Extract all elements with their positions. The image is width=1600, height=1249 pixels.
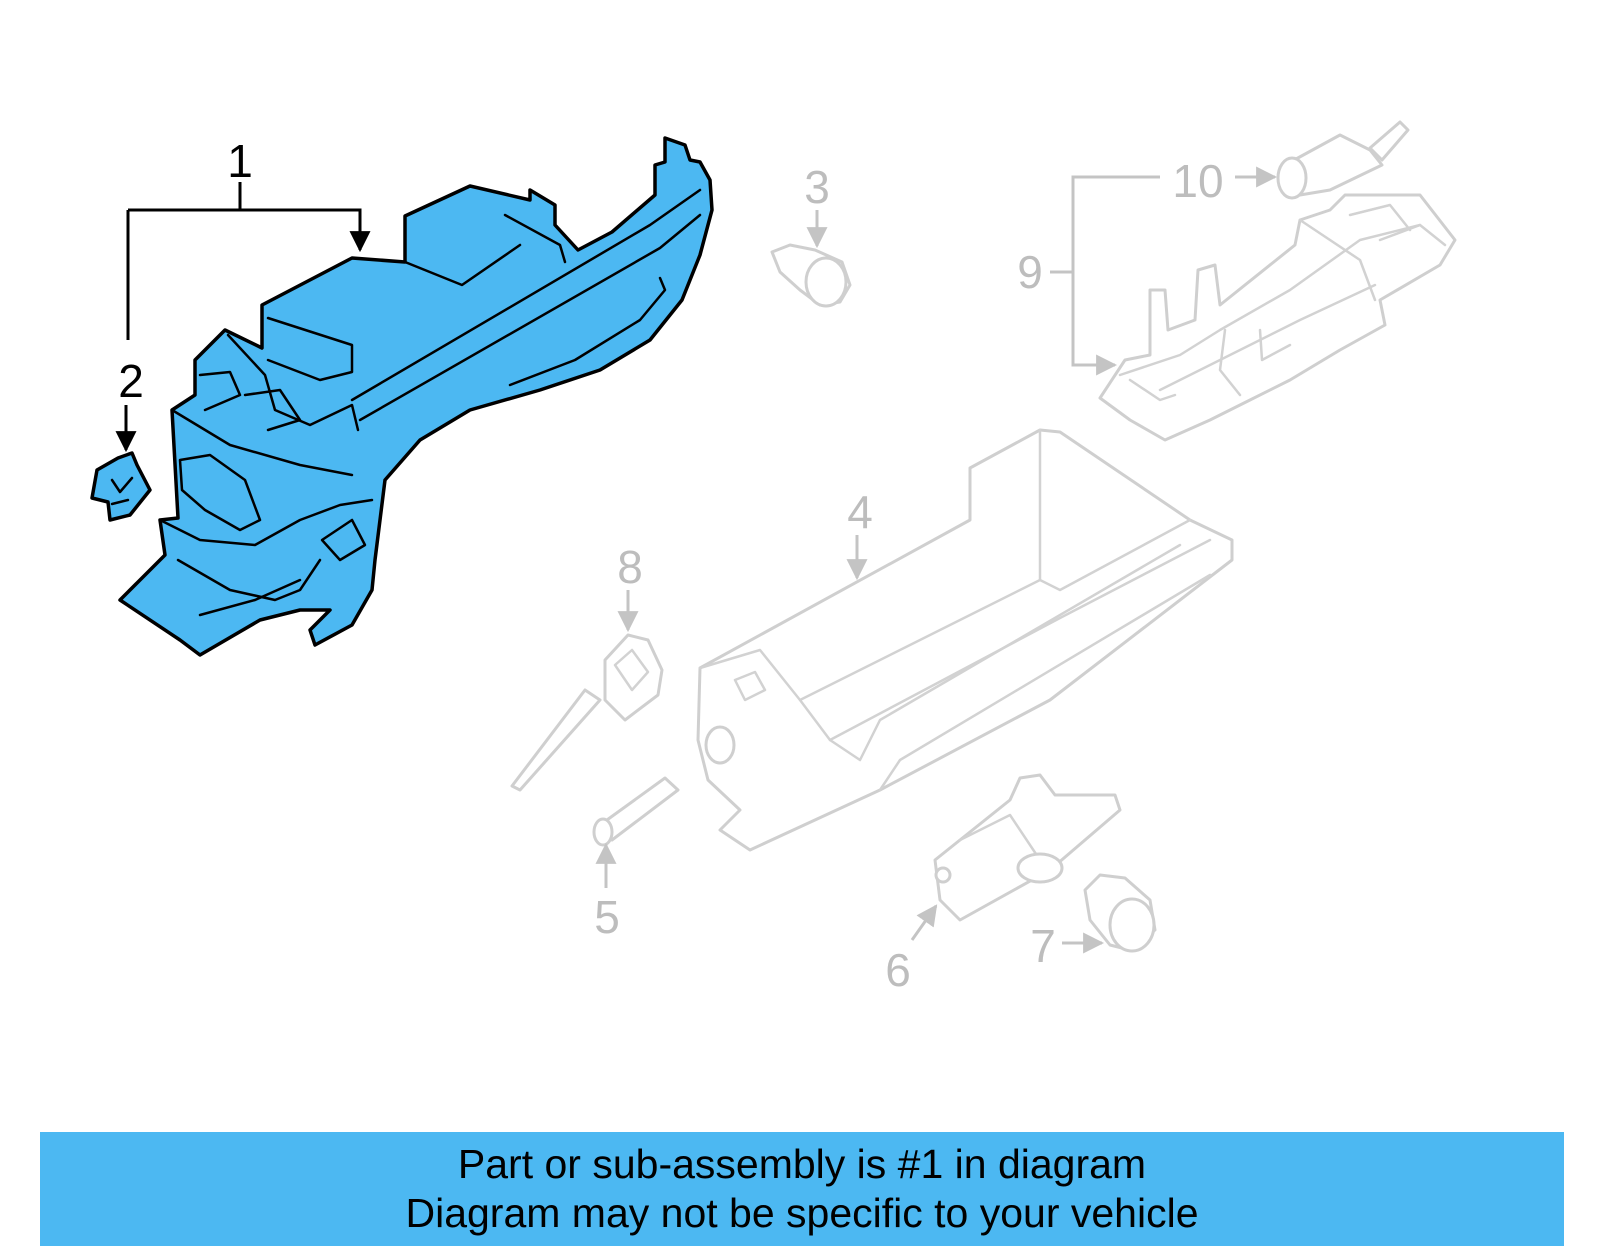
- callout-label-7: 7: [1030, 920, 1056, 972]
- callout-label-5: 5: [594, 891, 620, 943]
- info-banner: Part or sub-assembly is #1 in diagram Di…: [40, 1132, 1564, 1246]
- callout-label-9: 9: [1017, 246, 1043, 298]
- callout-4: 4: [846, 486, 873, 581]
- part-5-pin: [592, 776, 680, 847]
- callout-3: 3: [804, 161, 830, 249]
- callout-label-4: 4: [847, 486, 873, 538]
- callout-label-2: 2: [118, 355, 144, 407]
- callout-10: 10: [1172, 155, 1278, 207]
- callout-label-3: 3: [804, 161, 830, 213]
- banner-line-1: Part or sub-assembly is #1 in diagram: [457, 1141, 1147, 1187]
- part-1-glove-box-housing[interactable]: [118, 136, 714, 657]
- part-9-damper-assembly: [1098, 193, 1457, 442]
- part-8-damper: [510, 633, 664, 792]
- callout-label-1: 1: [227, 135, 253, 187]
- part-7-lock-cylinder: [1083, 873, 1157, 953]
- part-4-glove-box: [696, 428, 1234, 852]
- callout-5: 5: [594, 842, 620, 943]
- callout-label-8: 8: [617, 541, 643, 593]
- part-2-clip[interactable]: [90, 451, 152, 522]
- callout-label-6: 6: [885, 944, 911, 996]
- callout-2: 2: [115, 355, 144, 453]
- part-10-damper-cylinder: [1276, 120, 1410, 200]
- part-6-latch: [933, 773, 1122, 922]
- callout-6: 6: [885, 904, 938, 996]
- callout-label-10: 10: [1172, 155, 1223, 207]
- parts-diagram: 1 2 3 4 5 6 7 8 9 10: [90, 120, 1457, 996]
- callout-7: 7: [1030, 920, 1105, 972]
- banner-line-2: Diagram may not be specific to your vehi…: [405, 1190, 1199, 1236]
- callout-1: 1: [126, 135, 371, 340]
- part-3-bumper: [770, 243, 852, 308]
- callout-9: 9: [1017, 175, 1160, 376]
- callout-8: 8: [617, 541, 643, 633]
